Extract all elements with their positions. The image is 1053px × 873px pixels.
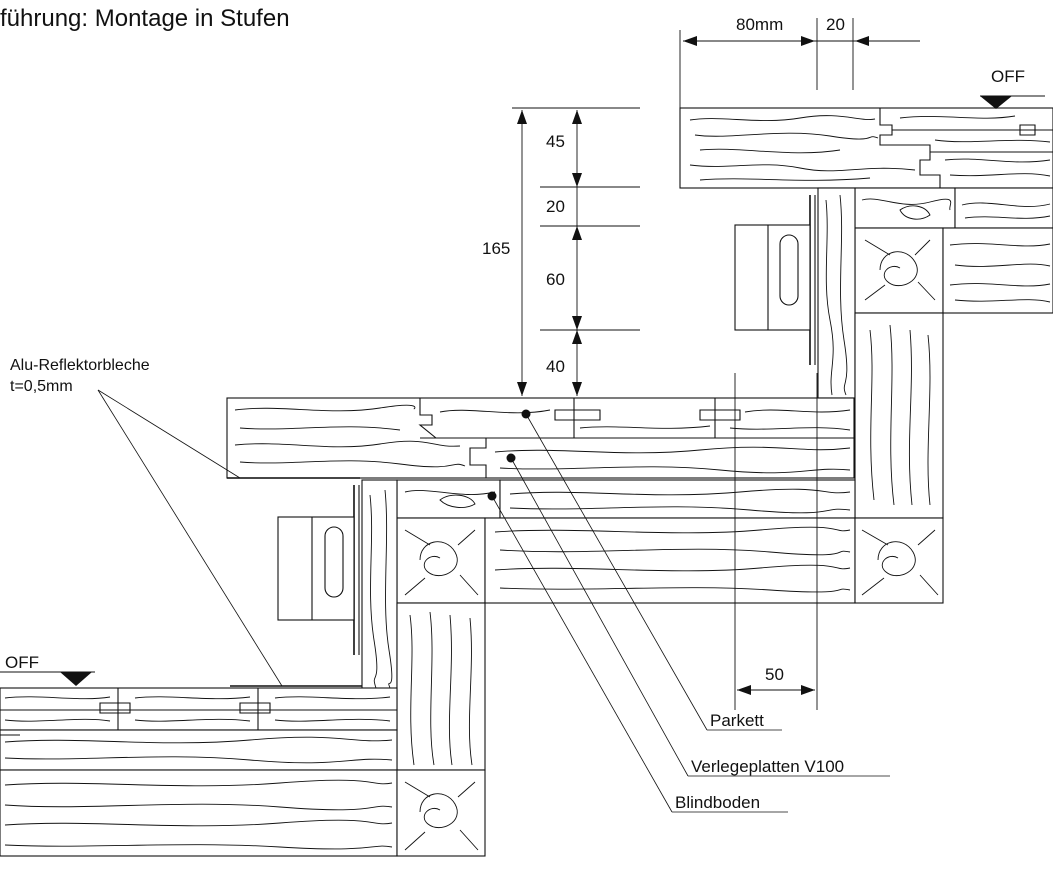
level-mark-upper: OFF	[980, 67, 1045, 109]
callout-reflector: Alu-Reflektorbleche t=0,5mm	[10, 357, 283, 687]
upper-blindboden-a	[854, 187, 956, 229]
callout-reflector-line2: t=0,5mm	[10, 378, 73, 395]
dim-h3: 60	[546, 270, 565, 289]
dim-bottom-width: 50	[765, 665, 784, 684]
dimensions: 80mm 20 165 45 20 60 40 50	[482, 15, 920, 710]
middle-heating-slot	[324, 526, 344, 598]
dim-h4: 40	[546, 357, 565, 376]
upper-heating-element	[734, 224, 811, 331]
dim-top-width: 80mm	[736, 15, 783, 34]
upper-heating-slot	[779, 234, 799, 306]
callout-verlegeplatten: Verlegeplatten V100	[506, 453, 890, 777]
callout-parkett-label: Parkett	[710, 711, 764, 730]
callout-verlegeplatten-label: Verlegeplatten V100	[691, 757, 844, 776]
upper-side-board	[942, 227, 1053, 314]
middle-board-grain	[234, 404, 851, 474]
middle-blindboden-a	[396, 479, 501, 519]
upper-board-grain	[689, 115, 1051, 181]
upper-riser-board	[817, 187, 856, 399]
dim-h2: 20	[546, 197, 565, 216]
dim-top-gap: 20	[826, 15, 845, 34]
upper-blindboden-b	[954, 187, 1053, 229]
callout-parkett: Parkett	[521, 409, 782, 731]
lower-step	[0, 685, 486, 857]
middle-heating-element	[277, 516, 355, 621]
dim-height-total: 165	[482, 239, 510, 258]
upper-post	[854, 312, 944, 519]
middle-riser-board	[361, 479, 398, 691]
middle-board-joint	[418, 398, 487, 478]
level-lower-label: OFF	[5, 653, 39, 672]
lower-board-tongues	[99, 702, 271, 714]
middle-board-tongues	[554, 409, 741, 421]
upper-parquet-board	[679, 107, 1053, 189]
level-mark-lower: OFF	[0, 653, 95, 686]
upper-board-joint	[879, 108, 941, 188]
lower-beam	[0, 769, 398, 857]
middle-step	[226, 397, 944, 771]
dim-h1: 45	[546, 132, 565, 151]
lower-verlegeplatte	[0, 729, 398, 771]
callout-reflector-line1: Alu-Reflektorbleche	[10, 357, 150, 374]
upper-step	[679, 107, 1053, 519]
middle-blindboden-b	[499, 479, 856, 519]
drawing-title: führung: Montage in Stufen	[0, 5, 290, 32]
upper-board-tongue	[1019, 124, 1036, 136]
lower-parquet-board	[0, 687, 398, 731]
level-upper-label: OFF	[991, 67, 1025, 86]
callout-blindboden-label: Blindboden	[675, 793, 760, 812]
middle-post	[396, 602, 486, 771]
callout-blindboden: Blindboden	[487, 491, 788, 813]
